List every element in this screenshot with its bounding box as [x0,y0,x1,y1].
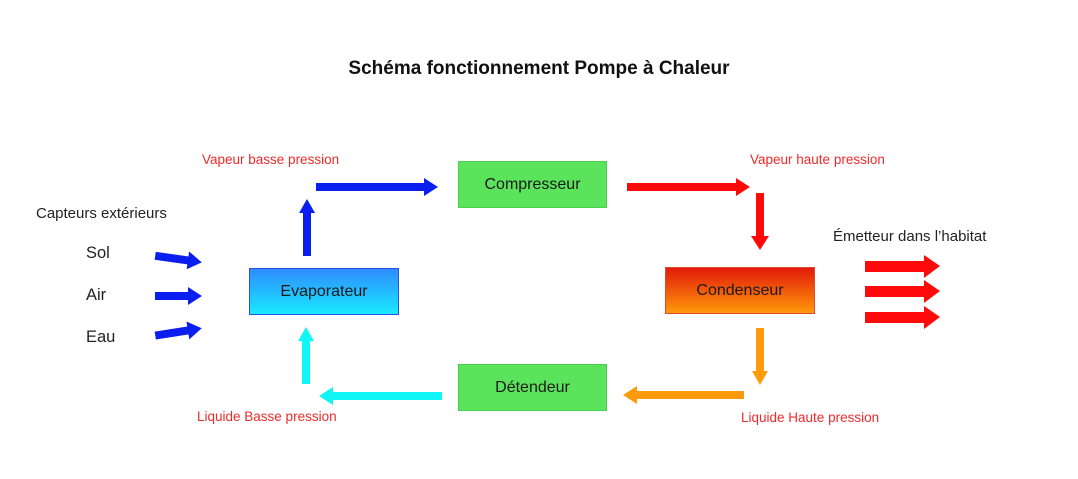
arrow-source-air [155,287,202,305]
label-liquide-basse-pression: Liquide Basse pression [197,409,337,424]
source-sol: Sol [86,244,110,262]
arrow-emetteur-3 [865,306,940,329]
arrow-to-compresseur [316,178,438,196]
arrow-emetteur-2 [865,280,940,303]
detendeur-box: Détendeur [458,364,607,411]
label-emetteur-habitat: Émetteur dans l’habitat [833,228,987,245]
label-vapeur-basse-pression: Vapeur basse pression [202,152,340,167]
arrow-source-sol [154,251,202,270]
arrow-from-detendeur [319,387,442,405]
arrow-evaporateur-up [299,199,315,256]
source-eau: Eau [86,328,116,346]
arrow-from-condenseur [752,328,768,385]
arrow-to-evaporateur [298,327,314,384]
label-vapeur-haute-pression: Vapeur haute pression [750,152,885,167]
condenseur-box: Condenseur [665,267,815,314]
compresseur-box: Compresseur [458,161,607,208]
evaporateur-box: Evaporateur [249,268,399,315]
label-liquide-haute-pression: Liquide Haute pression [741,410,880,425]
diagram-title: Schéma fonctionnement Pompe à Chaleur [348,58,730,79]
arrow-to-detendeur [623,386,744,404]
arrow-from-compresseur [627,178,750,196]
arrow-to-condenseur [751,193,769,250]
arrow-source-eau [154,321,202,340]
label-capteurs-exterieurs: Capteurs extérieurs [36,205,167,222]
arrow-emetteur-1 [865,255,940,278]
source-air: Air [86,286,107,304]
